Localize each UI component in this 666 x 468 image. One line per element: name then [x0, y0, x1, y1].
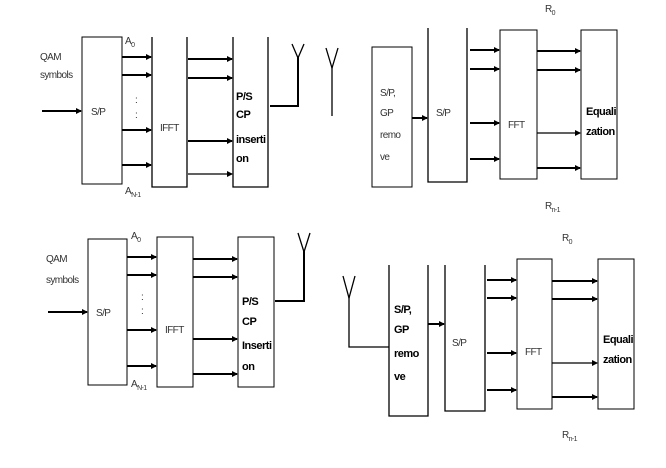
an-label: AN-1 [131, 379, 147, 392]
eq-label-line1: Equali [586, 106, 616, 118]
sp-gp-remove-block [371, 46, 413, 188]
ifft-label: IFFT [165, 325, 184, 336]
fft-label: FFT [508, 120, 525, 131]
ps-label-line4: on [236, 153, 249, 165]
qam-label-line2: symbols [40, 70, 73, 81]
ps-label-line2: CP [242, 316, 256, 328]
transmitter-bottom: QAM symbols S/P A0 AN-1 : : IFFT P/S CP … [46, 231, 311, 392]
receiver-bottom: S/P, GP remo ve S/P FFT Equali zation R0… [342, 233, 635, 443]
tx-antenna-icon [291, 43, 305, 60]
ps-label-line4: on [242, 361, 255, 373]
spgp-label-line1: S/P, [394, 304, 412, 316]
receiver-top: S/P, GP remo ve S/P FFT Equali zation R0… [371, 4, 618, 214]
sp-block [444, 265, 486, 412]
equalization-block [580, 29, 618, 180]
spgp-label-line1: S/P, [380, 88, 395, 99]
ifft-label: IFFT [160, 123, 179, 134]
tx-antenna-icon [297, 232, 311, 255]
an-label: AN-1 [125, 186, 141, 199]
ps-label-line2: CP [236, 109, 250, 121]
ps-cp-block [237, 236, 275, 388]
rn-label: Rn-1 [562, 430, 578, 443]
ps-cp-block [232, 37, 269, 188]
ifft-block [156, 236, 194, 388]
sp-label: S/P [91, 107, 106, 118]
sp-block [427, 28, 468, 183]
rn-label: Rn-1 [545, 201, 561, 214]
sp-label: S/P [436, 108, 451, 119]
eq-label-line1: Equali [603, 334, 633, 346]
sp-label: S/P [452, 338, 467, 349]
sp-block [81, 36, 123, 185]
fft-block [499, 29, 538, 180]
spgp-label-line2: GP [394, 324, 409, 336]
sp-block [87, 238, 128, 386]
ifft-block [151, 37, 188, 188]
a0-label: A0 [131, 231, 141, 244]
rx-antenna-icon [325, 47, 339, 71]
spgp-label-line3: remo [394, 348, 420, 360]
sp-gp-remove-block [388, 265, 429, 417]
a0-label: A0 [125, 36, 135, 49]
ps-label-line1: P/S [236, 91, 252, 103]
rx-antenna-icon [342, 275, 356, 301]
tx-antenna-feed [270, 56, 299, 107]
qam-label-line1: QAM [46, 254, 67, 265]
ps-label-line1: P/S [242, 296, 258, 308]
qam-label-line2: symbols [46, 275, 79, 286]
ps-label-line3: inserti [236, 134, 266, 146]
fft-block [516, 258, 553, 410]
spgp-label-line4: ve [394, 371, 406, 383]
qam-label-line1: QAM [40, 52, 61, 63]
ellipsis-dots-2: : [135, 110, 137, 121]
eq-label-line2: zation [603, 354, 633, 366]
rx-antenna-feed [348, 296, 389, 348]
sp-label: S/P [96, 308, 111, 319]
tx-antenna-feed [275, 251, 305, 302]
spgp-label-line4: ve [380, 152, 390, 163]
ellipsis-dots: : [135, 95, 137, 106]
r0-label: R0 [545, 4, 556, 17]
eq-label-line2: zation [586, 126, 616, 138]
spgp-label-line2: GP [380, 108, 394, 119]
ellipsis-dots: : [141, 292, 143, 303]
transmitter-top: QAM symbols S/P A0 AN-1 : : IFFT P/S CP … [40, 36, 339, 199]
ps-label-line3: Inserti [242, 340, 272, 352]
ellipsis-dots-2: : [141, 306, 143, 317]
equalization-block [597, 258, 635, 410]
r0-label: R0 [562, 233, 573, 246]
spgp-label-line3: remo [380, 130, 401, 141]
fft-label: FFT [525, 347, 542, 358]
